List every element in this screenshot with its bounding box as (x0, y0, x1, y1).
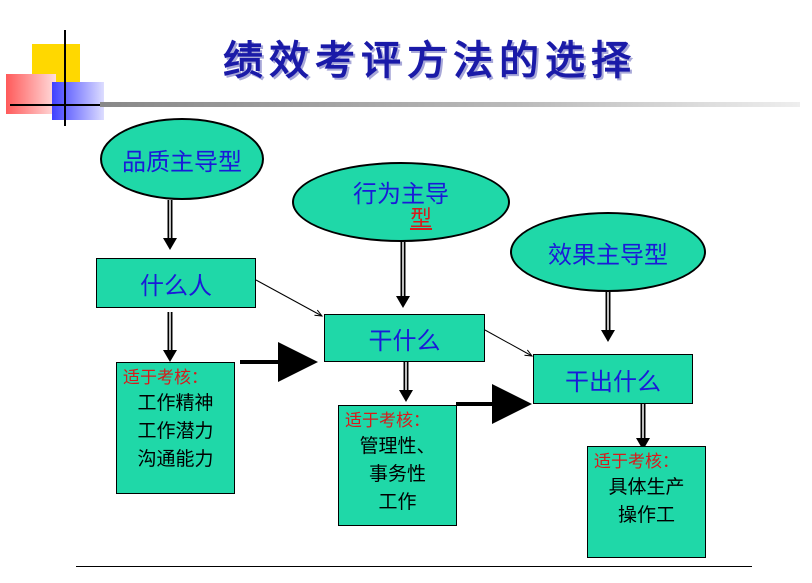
arrow-who-to-dowhat (255, 279, 322, 316)
behavior-type-label-tail: 型 (409, 207, 432, 232)
quality-description: 适于考核： 工作精神 工作潜力 沟通能力 (116, 362, 235, 494)
result-description: 适于考核： 具体生产 操作工 (587, 446, 706, 558)
behavior-type-label: 行为主导 (353, 180, 449, 208)
quality-description-line: 工作潜力 (137, 420, 214, 442)
arrow-quality-to-who (163, 200, 177, 250)
page-title: 绩效考评方法的选择 (223, 37, 637, 84)
behavior-description: 适于考核： 管理性、 事务性 工作 (338, 405, 457, 526)
arrow-result-to-produce (601, 292, 615, 342)
arrow-dowhat-to-produce (484, 329, 532, 356)
do-what-box: 干什么 (324, 314, 485, 362)
arrow-produce-to-desc (636, 404, 650, 450)
behavior-description-heading: 适于考核： (345, 411, 430, 431)
behavior-description-line: 工作 (378, 491, 417, 513)
who-label: 什么人 (140, 271, 212, 300)
quality-description-line: 沟通能力 (137, 448, 214, 470)
result-description-line: 操作工 (617, 504, 675, 526)
behavior-description-line: 管理性、 (359, 435, 436, 457)
bottom-divider (76, 566, 752, 567)
arrow-who-to-desc (163, 312, 177, 362)
do-what-label: 干什么 (368, 326, 441, 355)
result-type-label: 效果主导型 (548, 240, 668, 269)
quality-type-label: 品质主导型 (122, 147, 242, 176)
title-underline (100, 102, 800, 107)
result-type-node: 效果主导型 (510, 212, 706, 292)
arrow-behavior-to-dowhat (396, 242, 410, 308)
who-box: 什么人 (96, 258, 256, 308)
produce-what-label: 干出什么 (565, 367, 661, 396)
result-description-heading: 适于考核： (594, 452, 679, 472)
behavior-description-line: 事务性 (368, 463, 426, 485)
quality-description-heading: 适于考核： (123, 368, 208, 388)
behavior-type-node: 行为主导 型 (292, 162, 510, 242)
produce-what-box: 干出什么 (533, 354, 693, 404)
quality-description-line: 工作精神 (137, 392, 214, 414)
arrow-dowhat-to-desc (399, 360, 413, 402)
result-description-line: 具体生产 (608, 476, 685, 498)
corner-decoration (0, 0, 120, 130)
quality-type-node: 品质主导型 (100, 118, 264, 200)
